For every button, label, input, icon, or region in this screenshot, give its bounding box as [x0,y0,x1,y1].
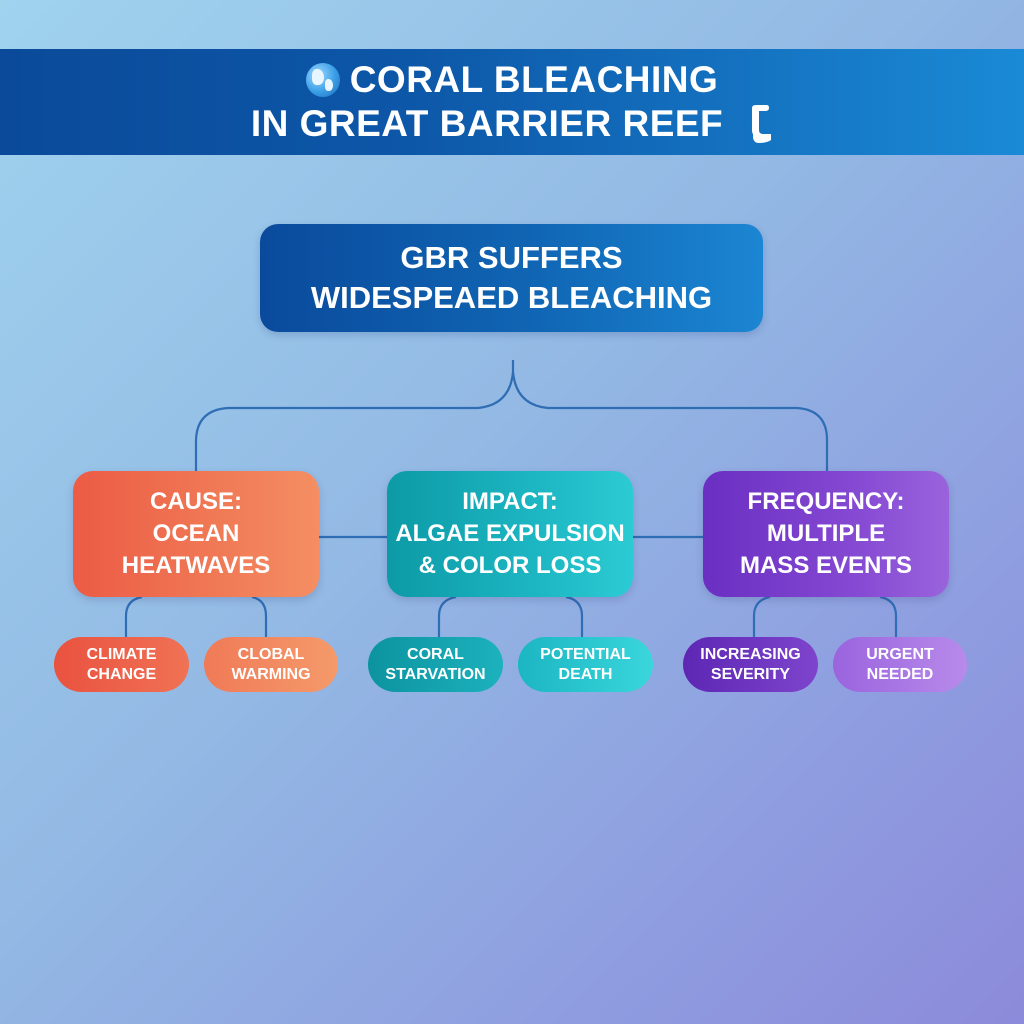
leaf-line-2: WARMING [231,665,311,683]
leaf-line-2: SEVERITY [710,665,791,683]
leaf-potential-death: POTENTIAL DEATH [518,637,653,692]
globe-icon [305,63,340,97]
reef-icon [752,105,772,143]
branch-cause-line-3: HEATWAVES [121,552,271,579]
branch-impact-line-2: ALGAE EXPULSION [395,520,625,547]
leaf-climate-change: CLIMATE CHANGE [54,637,189,692]
branch-cause-line-1: CAUSE: [149,488,242,515]
root-line-1: GBR SUFFERS [400,240,623,275]
leaf-line-1: CLOBAL [237,645,305,663]
branch-frequency-line-3: MASS EVENTS [739,552,913,579]
title-banner: CORAL BLEACHING IN GREAT BARRIER REEF [0,49,1024,155]
root-line-2: WIDESPEAED BLEACHING [310,280,713,315]
title-text-1: CORAL BLEACHING [349,59,719,100]
leaf-line-1: CLIMATE [86,645,157,663]
leaf-line-1: URGENT [866,645,934,663]
leaf-increasing-severity: INCREASING SEVERITY [683,637,818,692]
branch-frequency-line-2: MULTIPLE [766,520,886,547]
title-line-1: CORAL BLEACHING [305,58,719,102]
branch-impact: IMPACT: ALGAE EXPULSION & COLOR LOSS [387,471,633,597]
leaf-line-2: CHANGE [86,665,157,683]
leaf-line-1: POTENTIAL [540,645,631,663]
branch-frequency-line-1: FREQUENCY: [747,488,905,515]
leaf-urgent-needed: URGENT NEEDED [833,637,967,692]
branch-cause: CAUSE: OCEAN HEATWAVES [73,471,319,597]
title-line-2: IN GREAT BARRIER REEF [251,102,773,146]
leaf-line-2: NEEDED [866,665,934,683]
title-text-2: IN GREAT BARRIER REEF [250,103,724,144]
branch-cause-line-2: OCEAN [152,520,240,547]
branch-impact-line-3: & COLOR LOSS [418,552,602,579]
leaf-line-2: STARVATION [385,665,486,683]
leaf-line-1: INCREASING [700,645,801,663]
leaf-line-2: DEATH [558,665,613,683]
branch-frequency: FREQUENCY: MULTIPLE MASS EVENTS [703,471,949,597]
branch-impact-line-1: IMPACT: [462,488,558,515]
root-node: GBR SUFFERS WIDESPEAED BLEACHING [260,224,763,332]
leaf-coral-starvation: CORAL STARVATION [368,637,503,692]
leaf-line-1: CORAL [407,645,464,663]
leaf-global-warming: CLOBAL WARMING [204,637,338,692]
